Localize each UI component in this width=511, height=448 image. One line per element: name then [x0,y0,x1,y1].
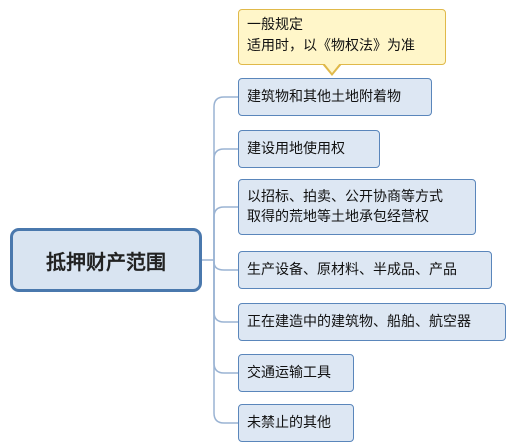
callout-line-2: 适用时，以《物权法》为准 [247,38,415,54]
callout-line-1: 一般规定 [247,17,303,33]
connector-to-branch-4 [213,261,238,271]
branch-node-other-unprohibited: 未禁止的其他 [238,404,354,442]
branch-node-under-construction: 正在建造中的建筑物、船舶、航空器 [238,303,506,341]
connector-to-branch-7 [213,260,238,424]
branch-node-label: 生产设备、原材料、半成品、产品 [247,262,457,278]
branch-node-vehicles: 交通运输工具 [238,354,354,392]
connector-to-branch-2 [213,148,238,260]
branch-node-land-use-right: 建设用地使用权 [238,130,380,168]
callout-tail-fill [324,63,340,73]
branch-node-label-line-1: 以招标、拍卖、公开协商等方式 [247,189,443,205]
branch-node-buildings: 建筑物和其他土地附着物 [238,78,432,116]
connector-to-branch-6 [213,260,238,374]
branch-node-label: 未禁止的其他 [247,415,331,431]
branch-node-label: 建筑物和其他土地附着物 [247,89,401,105]
general-rule-callout: 一般规定 适用时，以《物权法》为准 [238,9,446,65]
branch-node-label: 正在建造中的建筑物、船舶、航空器 [247,314,471,330]
branch-node-label: 建设用地使用权 [247,141,345,157]
branch-node-label-line-2: 取得的荒地等土地承包经营权 [247,209,429,225]
connector-to-branch-1 [213,96,238,260]
branch-node-production-equipment: 生产设备、原材料、半成品、产品 [238,251,492,289]
root-node-label: 抵押财产范围 [46,249,166,274]
root-node-mortgage-property-scope: 抵押财产范围 [10,228,202,292]
connector-to-branch-3 [213,206,238,260]
branch-node-label: 交通运输工具 [247,365,331,381]
branch-node-contracted-land: 以招标、拍卖、公开协商等方式 取得的荒地等土地承包经营权 [238,179,476,235]
